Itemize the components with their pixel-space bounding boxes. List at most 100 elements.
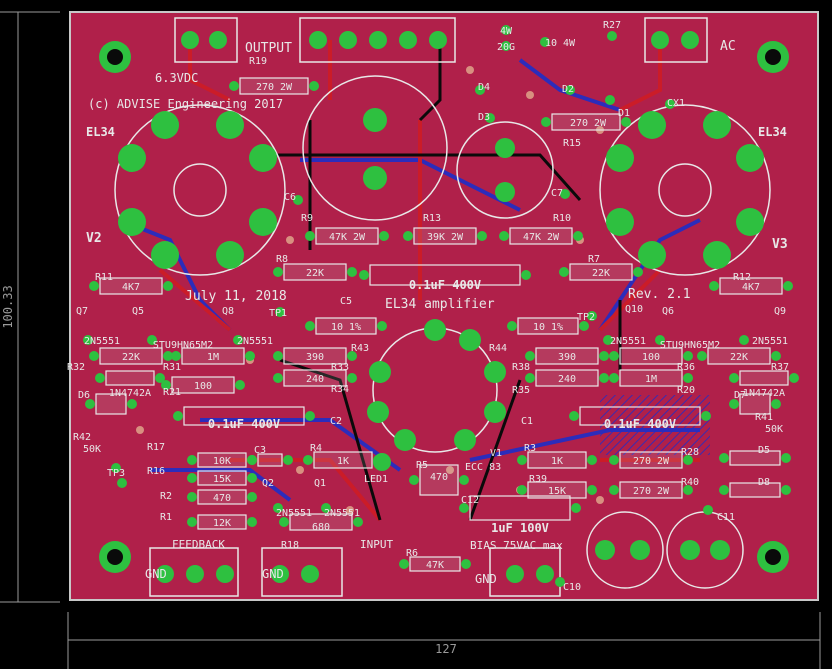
component-pad [781, 485, 791, 495]
component-body-r3 [527, 451, 587, 469]
component-pad [605, 95, 615, 105]
ref-r2: R2 [160, 491, 172, 502]
ref-c11: C11 [717, 512, 735, 523]
value-d6: 1N4742A [109, 388, 151, 399]
value-unlabeled: 10 4W [545, 38, 576, 49]
component-pad [609, 373, 619, 383]
component-pad [247, 455, 257, 465]
value-unlabeled: 4W [500, 26, 513, 37]
component-pad [587, 485, 597, 495]
label-el34-right: EL34 [758, 125, 787, 139]
component-pad [163, 281, 173, 291]
component-pad [709, 281, 719, 291]
component-pad [347, 373, 357, 383]
component-body-r13 [413, 227, 477, 245]
value-r13: 39K 2W [427, 232, 464, 243]
ref-c5: C5 [340, 296, 352, 307]
component-pad [789, 373, 799, 383]
value-r6: 47K [426, 560, 444, 571]
terminal-blocks [149, 17, 708, 597]
ref-q2: Q2 [262, 478, 274, 489]
component-bodies [95, 77, 789, 572]
component-pad [275, 307, 285, 317]
ref-tp2: TP2 [577, 312, 595, 323]
ref-d7: D7 [734, 390, 746, 401]
component-pad [739, 335, 749, 345]
component-pad [517, 485, 527, 495]
value-r3: 1K [551, 456, 563, 467]
component-pad [573, 231, 583, 241]
ref-cx1: CX1 [667, 98, 685, 109]
component-body-d6 [105, 370, 155, 386]
pcb-board [69, 11, 819, 601]
dimension-width-label: 127 [435, 642, 457, 656]
value-r16: 15K [213, 474, 231, 485]
component-pad [697, 351, 707, 361]
component-pad [293, 195, 303, 205]
component-pad [305, 411, 315, 421]
label-gnd2: GND [262, 567, 284, 581]
ref-tp3: TP3 [107, 468, 125, 479]
component-pad [353, 517, 363, 527]
component-pad [771, 399, 781, 409]
component-body-d8 [729, 482, 781, 498]
value-r38: 390 [558, 352, 576, 363]
component-pad [683, 351, 693, 361]
component-pad [347, 351, 357, 361]
component-pad [507, 321, 517, 331]
value-c2: 0.1uF 400V [208, 417, 280, 431]
component-body-r6 [409, 556, 461, 572]
value-r39: 15K [548, 486, 566, 497]
label-title: EL34 amplifier [385, 297, 495, 312]
label-gnd3: GND [475, 572, 497, 586]
ref-c12: C12 [461, 495, 479, 506]
component-pad [525, 351, 535, 361]
component-pad [521, 270, 531, 280]
tube-socket-v1 [367, 319, 506, 453]
value-unlabeled: 20G [497, 42, 515, 53]
label-vdc: 6.3VDC [155, 71, 198, 85]
component-pad [683, 373, 693, 383]
label-output: OUTPUT [245, 41, 292, 56]
component-pad [403, 231, 413, 241]
label-rev: Rev. 2.1 [628, 287, 691, 302]
ref-r35: R35 [512, 385, 530, 396]
ref-d2: D2 [562, 84, 574, 95]
label-v1: V1 [490, 448, 502, 459]
component-pad [771, 351, 781, 361]
component-pad [499, 231, 509, 241]
component-body-r36 [619, 347, 683, 365]
component-pad [187, 473, 197, 483]
component-body-r9 [315, 227, 379, 245]
ref-c10: C10 [563, 582, 581, 593]
component-body-r10 [509, 227, 573, 245]
ref-r3: R3 [524, 443, 536, 454]
ref-r41: R41 [755, 412, 773, 423]
component-body-c2 [183, 406, 305, 426]
component-pad [559, 267, 569, 277]
component-body-r7 [569, 263, 633, 281]
ref-r27: R27 [603, 20, 621, 31]
value-r4: 1K [337, 456, 349, 467]
value-c12: 1uF 100V [491, 521, 549, 535]
component-pad [459, 503, 469, 513]
value-r20: 1M [645, 374, 657, 385]
value-q8: 2N5551 [237, 336, 273, 347]
ref-r8: R8 [276, 254, 288, 265]
component-body-c3 [257, 453, 283, 467]
component-pad [303, 455, 313, 465]
component-pad [247, 492, 257, 502]
component-pads [83, 25, 799, 587]
label-input: INPUT [360, 538, 393, 551]
component-body-d5 [729, 450, 781, 466]
ref-r32: R32 [67, 362, 85, 373]
silkscreen-text: OUTPUT AC 6.3VDC (c) ADVISE Engineering … [86, 39, 788, 586]
component-pad [85, 399, 95, 409]
component-body-r41 [739, 393, 771, 415]
value-r44: 10 1% [533, 322, 563, 333]
ref-q1: Q1 [314, 478, 326, 489]
component-pad [459, 475, 469, 485]
ref-d8: D8 [758, 477, 770, 488]
component-body-r35 [535, 369, 599, 387]
ref-r42: R42 [73, 432, 91, 443]
